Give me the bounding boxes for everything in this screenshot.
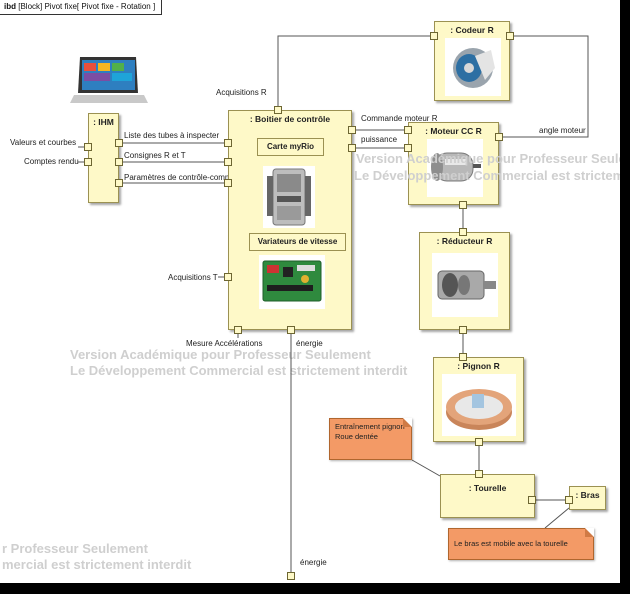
boitier-block[interactable]: : Boitier de contrôle Carte myRio Variat… <box>228 110 352 330</box>
tourelle-port-top[interactable] <box>475 470 483 478</box>
moteur-title: : Moteur CC R <box>425 126 482 136</box>
label-valeurs: Valeurs et courbes <box>10 138 77 147</box>
moteur-port-puissance[interactable] <box>404 144 412 152</box>
wire-angle-moteur <box>499 35 589 138</box>
moteur-port-angle[interactable] <box>495 133 503 141</box>
reducteur-block[interactable]: : Réducteur R <box>419 232 510 330</box>
boitier-port-parametres[interactable] <box>224 179 232 187</box>
watermark-line-2: Le Développement Commercial est strictem… <box>70 363 408 378</box>
codeur-block[interactable]: : Codeur R <box>434 21 510 101</box>
watermark-bottom-1: r Professeur Seulement <box>2 541 148 556</box>
pignon-port-top[interactable] <box>459 353 467 361</box>
watermark-line-1: Version Académique pour Professeur Seule… <box>70 347 371 362</box>
watermark-right-2: Le Développement Commercial est strictem… <box>354 168 620 183</box>
tourelle-title: : Tourelle <box>468 483 507 493</box>
boitier-port-mesure[interactable] <box>234 326 242 334</box>
watermark-right-1: Version Académique pour Professeur Seule… <box>356 151 620 166</box>
reducteur-title: : Réducteur R <box>436 236 493 246</box>
ihm-port-comptes[interactable] <box>84 158 92 166</box>
boitier-title: : Boitier de contrôle <box>249 114 331 124</box>
speed-controller-image <box>259 255 325 309</box>
moteur-port-commande[interactable] <box>404 126 412 134</box>
moteur-block[interactable]: : Moteur CC R <box>408 122 499 205</box>
codeur-title: : Codeur R <box>450 25 494 35</box>
gearbox-image <box>432 253 498 317</box>
label-commande-moteur: Commande moteur R <box>361 114 438 123</box>
label-consignes: Consignes R et T <box>124 151 186 160</box>
label-puissance: puissance <box>361 135 398 144</box>
reducteur-port-top[interactable] <box>459 228 467 236</box>
gear-ring-image <box>442 374 516 436</box>
boitier-port-consignes[interactable] <box>224 158 232 166</box>
boitier-port-energie[interactable] <box>287 326 295 334</box>
diagram-canvas: ibd [Block] Pivot fixe[ Pivot fixe - Rot… <box>0 0 620 583</box>
carte-myrio-block[interactable]: Carte myRio <box>257 138 324 156</box>
pignon-block[interactable]: : Pignon R <box>433 357 524 442</box>
label-acquisitions-r: Acquisitions R <box>216 88 267 97</box>
frame-kind: ibd <box>4 2 16 11</box>
bras-block[interactable]: : Bras <box>569 486 606 510</box>
frame-port-energie[interactable] <box>287 572 295 580</box>
boitier-port-commande[interactable] <box>348 126 356 134</box>
codeur-port-right[interactable] <box>506 32 514 40</box>
label-acquisitions-t: Acquisitions T <box>168 273 218 282</box>
motor-image <box>427 139 483 197</box>
myrio-board-image <box>263 166 315 228</box>
boitier-port-acquisitions-r[interactable] <box>274 106 282 114</box>
reducteur-port-bottom[interactable] <box>459 326 467 334</box>
boitier-port-liste[interactable] <box>224 139 232 147</box>
boitier-port-puissance[interactable] <box>348 144 356 152</box>
label-liste-tubes: Liste des tubes à inspecter <box>124 131 220 140</box>
label-energie-1: énergie <box>296 339 323 348</box>
tourelle-block[interactable]: : Tourelle <box>440 474 535 518</box>
encoder-image <box>445 38 501 96</box>
label-angle-moteur: angle moteur <box>539 126 586 135</box>
moteur-port-bottom[interactable] <box>459 201 467 209</box>
label-energie-2: énergie <box>300 558 327 567</box>
diagram-frame-header: ibd [Block] Pivot fixe[ Pivot fixe - Rot… <box>0 0 163 15</box>
wire-acquisitions-r <box>277 35 434 110</box>
bras-port-left[interactable] <box>565 496 573 504</box>
note-entrainement: Entraînement pignon Roue dentée <box>329 418 412 460</box>
ihm-port-parametres[interactable] <box>115 179 123 187</box>
tourelle-port-right[interactable] <box>528 496 536 504</box>
note-bras-mobile: Le bras est mobile avec la tourelle <box>448 528 594 560</box>
pignon-title: : Pignon R <box>457 361 500 371</box>
pignon-port-bottom[interactable] <box>475 438 483 446</box>
variateurs-block[interactable]: Variateurs de vitesse <box>249 233 346 251</box>
ihm-port-liste[interactable] <box>115 139 123 147</box>
boitier-port-acquisitions-t[interactable] <box>224 273 232 281</box>
laptop-image <box>70 55 148 111</box>
watermark-bottom-2: mercial est strictement interdit <box>2 557 192 572</box>
ihm-port-consignes[interactable] <box>115 158 123 166</box>
label-parametres: Paramètres de contrôle-commande <box>124 173 250 182</box>
label-mesure-acc: Mesure Accélérations <box>186 339 263 348</box>
label-comptes: Comptes rendu <box>24 157 79 166</box>
ihm-port-valeurs[interactable] <box>84 143 92 151</box>
frame-title: [Block] Pivot fixe[ Pivot fixe - Rotatio… <box>18 2 156 11</box>
codeur-port-left[interactable] <box>430 32 438 40</box>
bras-title: : Bras <box>575 490 600 500</box>
ihm-title: : IHM <box>93 117 114 127</box>
